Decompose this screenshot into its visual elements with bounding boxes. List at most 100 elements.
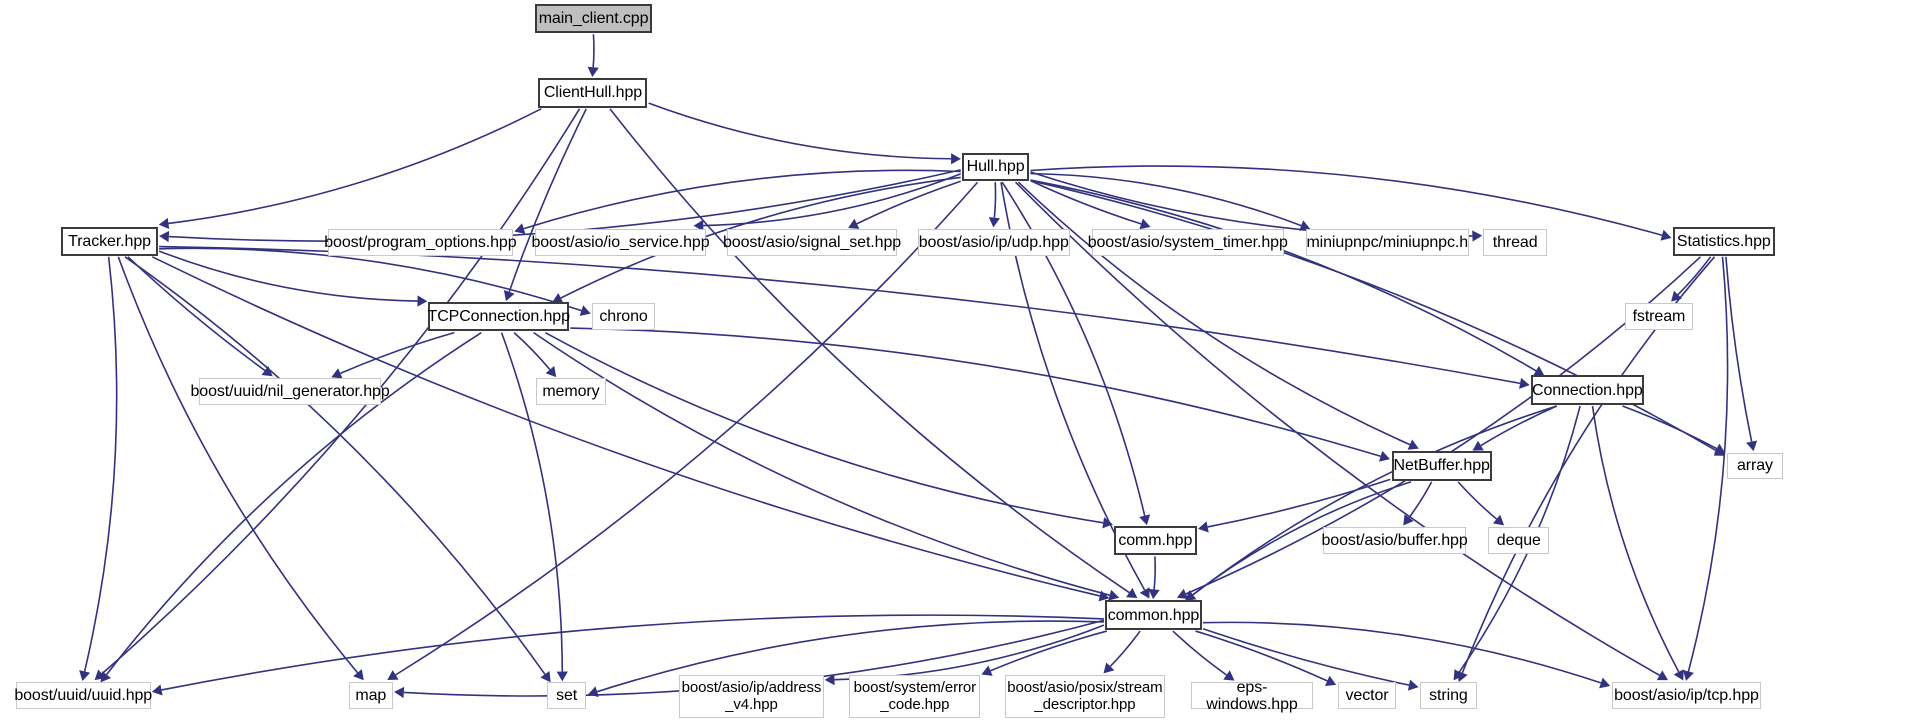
graph-edge-arrowhead <box>587 66 599 78</box>
graph-node-label: boost/asio/posix/stream _descriptor.hpp <box>1007 679 1163 714</box>
graph-node-stream_desc[interactable]: boost/asio/posix/stream _descriptor.hpp <box>1004 675 1166 718</box>
graph-edge-arrowhead <box>394 686 405 699</box>
graph-edge-hull-to-io_service <box>703 174 960 226</box>
graph-edge-connection-to-array <box>1622 406 1716 449</box>
graph-node-chrono[interactable]: chrono <box>592 303 655 331</box>
graph-node-connection[interactable]: Connection.hpp <box>1531 375 1644 405</box>
graph-node-label: Hull.hpp <box>966 158 1025 176</box>
graph-edge-netbuffer-to-common <box>1193 482 1411 595</box>
graph-node-label: boost/program_options.hpp <box>324 233 517 251</box>
graph-edge-arrowhead <box>1148 588 1160 600</box>
graph-edge-statistics-to-fstream <box>1678 257 1711 295</box>
graph-node-vector[interactable]: vector <box>1337 682 1397 710</box>
graph-node-label: array <box>1737 457 1773 475</box>
graph-edge-clienthull-to-uuid <box>102 109 580 674</box>
graph-edge-clienthull-to-tracker <box>168 109 541 224</box>
graph-node-label: vector <box>1345 687 1389 705</box>
graph-edge-arrowhead <box>1746 440 1758 452</box>
graph-edge-arrowhead <box>1324 675 1337 686</box>
graph-node-tracker[interactable]: Tracker.hpp <box>61 227 158 256</box>
graph-edge-arrowhead <box>1472 230 1483 242</box>
graph-edge-arrowhead <box>1407 679 1419 691</box>
graph-edge-hull-to-statistics <box>1030 166 1662 235</box>
graph-node-common[interactable]: common.hpp <box>1105 600 1202 630</box>
graph-node-ip_tcp[interactable]: boost/asio/ip/tcp.hpp <box>1611 682 1762 710</box>
graph-node-label: fstream <box>1632 308 1686 326</box>
graph-edge-arrowhead <box>981 665 993 676</box>
graph-node-array[interactable]: array <box>1726 452 1784 480</box>
graph-edge-arrowhead <box>951 153 961 165</box>
graph-edge-arrowhead <box>331 368 343 379</box>
graph-node-comm[interactable]: comm.hpp <box>1113 525 1197 556</box>
graph-edge-tracker-to-map <box>118 257 357 673</box>
graph-node-label: boost/asio/buffer.hpp <box>1321 532 1468 550</box>
graph-edge-tracker-to-uuid <box>85 257 117 672</box>
graph-node-tcpconnection[interactable]: TCPConnection.hpp <box>427 302 570 332</box>
graph-node-label: map <box>355 687 387 705</box>
graph-edge-arrowhead <box>579 305 591 316</box>
graph-edge-tracker-to-nil_generator <box>128 257 265 371</box>
graph-node-io_service[interactable]: boost/asio/io_service.hpp <box>531 228 710 256</box>
graph-node-address_v4[interactable]: boost/asio/ip/address _v4.hpp <box>679 675 824 718</box>
graph-node-deque[interactable]: deque <box>1488 527 1550 554</box>
graph-node-map[interactable]: map <box>348 682 393 710</box>
graph-edge-arrowhead <box>1453 669 1464 681</box>
graph-node-label: main_client.cpp <box>538 9 649 27</box>
graph-node-set[interactable]: set <box>547 682 587 710</box>
graph-edge-tracker-to-connection <box>159 247 1520 384</box>
graph-edge-arrowhead <box>587 686 599 698</box>
graph-node-main_client[interactable]: main_client.cpp <box>534 3 653 33</box>
graph-edge-arrowhead <box>1472 440 1484 451</box>
graph-edge-tcpconnection-to-memory <box>514 333 550 370</box>
graph-node-system_timer[interactable]: boost/asio/system_timer.hpp <box>1088 228 1288 256</box>
graph-node-label: miniupnpc/miniupnpc.h <box>1306 233 1469 251</box>
graph-node-thread[interactable]: thread <box>1483 228 1547 256</box>
graph-edge-arrowhead <box>1519 377 1530 389</box>
graph-node-clienthull[interactable]: ClientHull.hpp <box>538 78 648 108</box>
graph-node-ip_udp[interactable]: boost/asio/ip/udp.hpp <box>917 228 1070 256</box>
graph-node-eps_windows[interactable]: eps-windows.hpp <box>1190 679 1314 713</box>
graph-edge-clienthull-to-hull <box>649 103 951 159</box>
graph-node-string[interactable]: string <box>1419 682 1478 710</box>
graph-edge-arrowhead <box>1176 588 1189 600</box>
graph-edge-tcpconnection-to-set <box>502 333 563 672</box>
graph-edge-arrowhead <box>1139 218 1151 230</box>
graph-node-memory[interactable]: memory <box>536 377 606 405</box>
graph-edge-arrowhead <box>1407 439 1419 450</box>
graph-node-label: boost/asio/ip/udp.hpp <box>918 233 1069 251</box>
graph-node-label: boost/uuid/nil_generator.hpp <box>190 382 390 400</box>
graph-node-hull[interactable]: Hull.hpp <box>961 152 1030 181</box>
graph-edge-connection-to-common <box>1193 406 1557 595</box>
graph-node-uuid[interactable]: boost/uuid/uuid.hpp <box>14 682 152 710</box>
graph-edge-arrowhead <box>1673 669 1684 681</box>
graph-edge-statistics-to-ip_tcp <box>1688 257 1727 672</box>
graph-edge-hull-to-connection <box>1030 180 1536 371</box>
graph-edge-arrowhead <box>540 671 551 683</box>
graph-node-fstream[interactable]: fstream <box>1625 303 1693 331</box>
graph-edge-arrowhead <box>261 365 273 377</box>
graph-edge-arrowhead <box>159 230 170 243</box>
graph-edge-arrowhead <box>1103 662 1115 674</box>
graph-edge-arrowhead <box>988 217 1000 228</box>
graph-node-program_opts[interactable]: boost/program_options.hpp <box>324 228 517 256</box>
graph-edge-arrowhead <box>1378 450 1390 462</box>
graph-node-signal_set[interactable]: boost/asio/signal_set.hpp <box>723 228 901 256</box>
graph-node-miniupnpc[interactable]: miniupnpc/miniupnpc.h <box>1305 228 1469 256</box>
graph-edge-arrowhead <box>158 217 170 230</box>
graph-node-netbuffer[interactable]: NetBuffer.hpp <box>1391 451 1492 481</box>
graph-edge-arrowhead <box>417 295 428 307</box>
graph-edge-arrowhead <box>1139 514 1151 526</box>
graph-edge-arrowhead <box>1223 670 1235 681</box>
graph-node-label: TCPConnection.hpp <box>427 308 570 326</box>
graph-edge-hull-to-tcpconnection <box>561 177 961 298</box>
graph-node-error_code[interactable]: boost/system/error _code.hpp <box>849 675 981 718</box>
graph-node-statistics[interactable]: Statistics.hpp <box>1673 227 1775 256</box>
graph-node-asio_buffer[interactable]: boost/asio/buffer.hpp <box>1321 527 1468 554</box>
graph-edge-arrowhead <box>552 292 564 304</box>
graph-edge-hull-to-miniupnpc <box>1030 174 1301 226</box>
graph-edge-arrowhead <box>1185 590 1197 601</box>
graph-edge-arrowhead <box>503 289 515 302</box>
graph-node-nil_generator[interactable]: boost/uuid/nil_generator.hpp <box>190 377 390 405</box>
graph-edge-arrowhead <box>79 670 91 681</box>
